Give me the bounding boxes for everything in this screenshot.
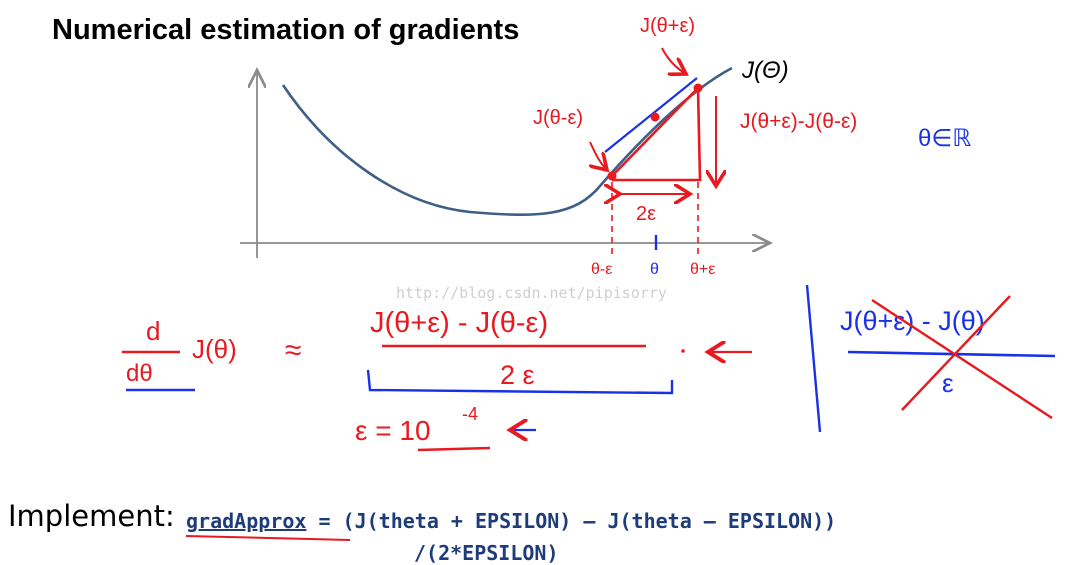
- point-theta: [650, 112, 660, 122]
- code-line-1: gradApprox = (J(theta + EPSILON) – J(the…: [186, 509, 836, 533]
- crossed-fraction-bar: [847, 350, 1056, 358]
- label-theta-in-r: θ∈ℝ: [918, 125, 971, 152]
- watermark: http://blog.csdn.net/pipisorry: [396, 284, 667, 302]
- crossed-numerator: J(θ+ε) - J(θ): [840, 306, 985, 336]
- implement-label: Implement:: [8, 499, 175, 533]
- deriv-numerator: d: [146, 316, 160, 346]
- arrow-j-minus: [590, 141, 607, 170]
- cross-stroke-2: [901, 295, 1011, 411]
- cross-stroke-1: [871, 298, 1053, 420]
- code-variable: gradApprox: [186, 509, 307, 533]
- label-two-eps: 2ε: [636, 203, 656, 225]
- secant-triangle: [611, 84, 702, 182]
- epsilon-equation: ε = 10: [355, 415, 431, 446]
- label-j-minus: J(θ-ε): [533, 107, 583, 129]
- point-theta-minus: [607, 171, 617, 181]
- label-j-plus: J(θ+ε): [640, 15, 695, 37]
- var-underline: [185, 535, 351, 541]
- tick-label-theta-plus: θ+ε: [690, 261, 715, 278]
- deriv-function: J(θ): [192, 334, 237, 364]
- denominator-brace: [366, 369, 674, 395]
- epsilon-exponent: -4: [462, 404, 478, 424]
- deriv-denominator: dθ: [126, 360, 153, 387]
- fraction-denominator: 2 ε: [500, 360, 535, 390]
- cost-curve: [281, 66, 733, 216]
- crossed-denominator: ε: [942, 368, 954, 398]
- curve-label: J(Θ): [741, 57, 789, 84]
- label-difference: J(θ+ε)-J(θ-ε): [740, 110, 857, 133]
- point-theta-plus: [693, 83, 703, 93]
- dot-mark: [681, 349, 685, 353]
- code-expression: = (J(theta + EPSILON) – J(theta – EPSILO…: [306, 509, 837, 533]
- epsilon-underline: [417, 446, 491, 452]
- arrow-j-plus: [661, 47, 686, 74]
- slide-title: Numerical estimation of gradients: [52, 14, 520, 46]
- tick-label-theta: θ: [650, 261, 659, 278]
- tick-label-theta-minus: θ-ε: [591, 261, 612, 278]
- divider-line: [805, 284, 822, 433]
- approx-symbol: ≈: [285, 334, 301, 367]
- fraction-numerator: J(θ+ε) - J(θ-ε): [370, 307, 548, 339]
- code-line-2: /(2*EPSILON): [414, 541, 559, 565]
